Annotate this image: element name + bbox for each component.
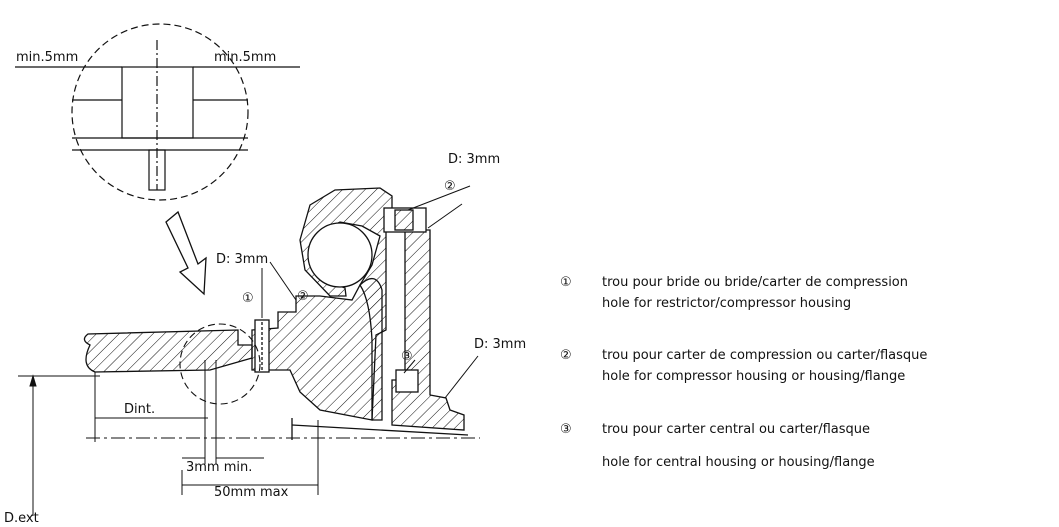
detail-arrow (165, 210, 207, 296)
d-top-label: D: 3mm (448, 152, 500, 167)
legend-number: ① (560, 275, 572, 290)
min-right-label: min.5mm (214, 50, 276, 65)
min3-label: 3mm min. (186, 460, 252, 475)
legend-text-en: hole for restrictor/compressor housing (602, 296, 852, 311)
dext-label: D.ext (4, 511, 39, 526)
legend-text-fr: trou pour carter central ou carter/flasq… (602, 422, 870, 437)
legend-text-en: hole for central housing or housing/flan… (602, 455, 875, 470)
housing-section (83, 187, 469, 440)
callout-3: ③ (401, 349, 413, 364)
dint-label: Dint. (124, 402, 155, 417)
legend-number: ② (560, 348, 572, 363)
detail-marker-circle (179, 323, 261, 405)
callout-2-mid: ② (297, 289, 309, 304)
legend-text-fr: trou pour bride ou bride/carter de compr… (602, 275, 908, 290)
callout-2-top: ② (444, 179, 456, 194)
legend-text-fr: trou pour carter de compression ou carte… (602, 348, 928, 363)
dimensions (29, 360, 319, 516)
d-mid-label: D: 3mm (216, 252, 268, 267)
legend-number: ③ (560, 422, 572, 437)
callout-1: ① (242, 291, 254, 306)
min-left-label: min.5mm (16, 50, 78, 65)
legend-text-en: hole for compressor housing or housing/f… (602, 369, 906, 384)
detail-view (15, 23, 300, 201)
d-right-label: D: 3mm (474, 337, 526, 352)
max50-label: 50mm max (214, 485, 289, 500)
leader-lines (261, 185, 479, 399)
